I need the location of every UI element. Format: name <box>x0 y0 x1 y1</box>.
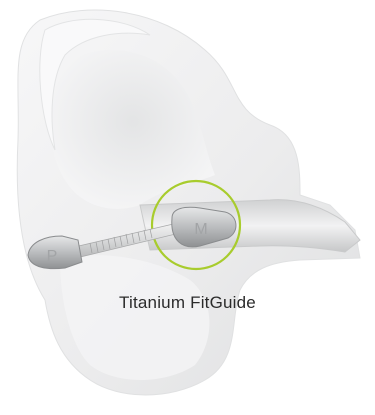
p-tip-label: P <box>47 248 58 265</box>
m-tip-label: M <box>194 221 207 238</box>
product-caption: Titanium FitGuide <box>0 293 375 313</box>
